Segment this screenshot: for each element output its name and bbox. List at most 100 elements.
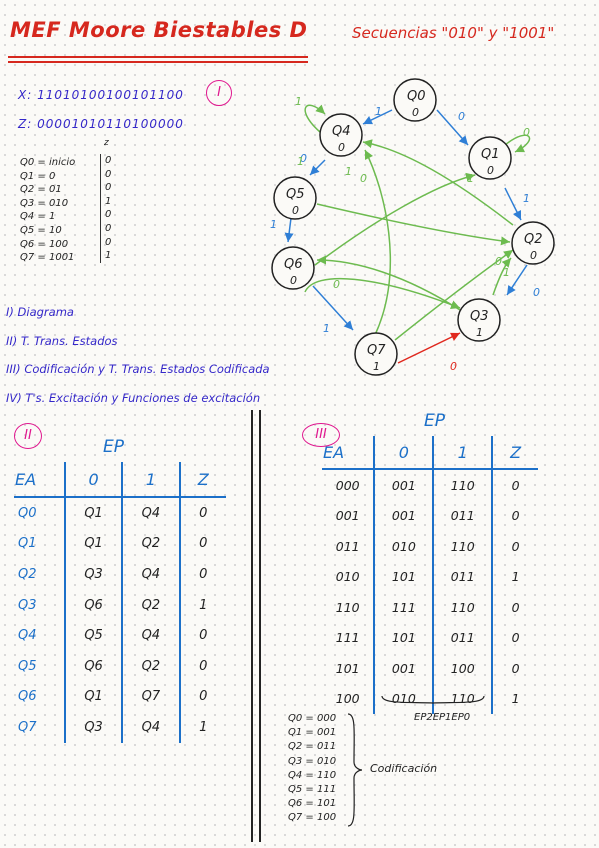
table-header: 1 — [121, 462, 180, 498]
state-label: Q6 — [284, 257, 303, 272]
table-header: 0 — [63, 462, 123, 498]
bit-brace — [381, 695, 485, 704]
divider-line — [251, 410, 253, 842]
edge-label: 0 — [300, 152, 307, 165]
state-output: 0 — [530, 249, 537, 262]
state-label: Q1 — [481, 147, 500, 162]
edge-label: 0 — [458, 110, 465, 123]
codification-item: Q4 = 110 — [288, 769, 337, 781]
page-subtitle: Secuencias "010" y "1001" — [352, 24, 555, 42]
table-header: Z — [178, 462, 226, 498]
page-title: MEF Moore Biestables D — [10, 18, 308, 42]
edge-q7-q3 — [397, 332, 461, 364]
edge-q2-q3 — [506, 264, 528, 296]
table-header: EA — [322, 436, 375, 470]
edge-label: 0 — [450, 360, 457, 373]
state-meaning-item: Q4 = 1 — [20, 211, 56, 223]
state-meaning-item: Q3 = 010 — [20, 197, 69, 209]
edge-label: 0 — [533, 286, 540, 299]
section-item: I) Diagrama — [6, 305, 74, 319]
bit-order-note: EP2EP1EP0 — [414, 712, 471, 723]
state-output: 1 — [373, 360, 380, 373]
divider-line — [259, 410, 261, 842]
table2-ep-label: EP — [103, 437, 124, 457]
edge-q0-q4 — [362, 109, 393, 125]
codification-item: Q6 = 101 — [288, 798, 337, 810]
output-sequence-z: Z: 00001010110100000 — [18, 117, 184, 131]
edge-label: 0 — [523, 126, 530, 139]
state-meaning-item: Q1 = 0 — [20, 170, 56, 182]
codification-item: Q7 = 100 — [288, 812, 337, 824]
codification-list: Q0 = 000 Q1 = 001 Q2 = 011 Q3 = 010 Q4 =… — [288, 712, 336, 826]
table-header: EA — [14, 462, 65, 498]
edge-q6-q3 — [304, 277, 461, 309]
edge-q3-q2 — [492, 257, 512, 296]
state-output-value: 0 — [105, 236, 112, 248]
edge-q1-self — [504, 134, 531, 153]
codification-item: Q2 = 011 — [288, 741, 337, 753]
table-header: 0 — [373, 436, 434, 470]
edge-label: 1 — [467, 172, 474, 185]
state-meaning-item: Q0 = inicio — [20, 157, 76, 168]
edge-q0-q1 — [436, 109, 469, 146]
state-output-value: 0 — [105, 168, 112, 180]
edge-label: 1 — [345, 165, 352, 178]
table-header: Z — [491, 436, 538, 470]
edge-q1-q2 — [504, 187, 522, 221]
edge-label: 1 — [297, 155, 304, 168]
edge-label: 0 — [360, 172, 367, 185]
state-output: 1 — [476, 326, 483, 339]
edge-label: 1 — [375, 105, 382, 118]
state-label: Q2 — [524, 232, 543, 247]
edge-label: 1 — [270, 218, 277, 231]
edge-q4-q5 — [309, 159, 326, 176]
state-output-value: 0 — [105, 209, 112, 221]
section-marker-iii: III — [302, 423, 340, 447]
codification-item: Q5 = 111 — [288, 783, 337, 795]
state-q3: Q3 1 — [457, 298, 501, 342]
sections-list: I) Diagrama II) T. Trans. Estados III) C… — [6, 298, 270, 412]
edge-label: 1 — [503, 266, 510, 279]
codification-item: Q0 = 000 — [288, 713, 337, 724]
state-meaning-item: Q7 = 1001 — [20, 252, 75, 264]
title-underline — [8, 56, 308, 58]
state-diagram: Q0 0 Q1 0 Q2 0 Q3 1 Q4 0 Q5 0 Q6 0 Q7 1 … — [270, 78, 555, 376]
state-q5: Q5 0 — [273, 176, 317, 220]
state-label: Q7 — [367, 343, 386, 358]
section-item: II) T. Trans. Estados — [6, 333, 118, 348]
edge-label: 1 — [523, 192, 530, 205]
state-output-value: 1 — [105, 250, 112, 262]
state-output: 0 — [487, 164, 494, 177]
state-output-value: 0 — [105, 155, 112, 166]
table3-ep-label: EP — [424, 411, 445, 431]
state-meaning-item: Q5 = 10 — [20, 224, 62, 236]
state-output: 0 — [338, 141, 345, 154]
state-q4: Q4 0 — [319, 113, 363, 157]
edge-q3-q6 — [316, 255, 461, 311]
section-marker-i: I — [206, 80, 232, 106]
codification-item: Q1 = 001 — [288, 727, 337, 739]
edge-q7-q4 — [364, 149, 391, 336]
state-output-value: 1 — [105, 195, 112, 207]
edge-q6-q1 — [314, 172, 476, 266]
section-item: IV) T's. Excitación y Funciones de excit… — [6, 390, 261, 405]
state-meaning-item: Q2 = 01 — [20, 184, 62, 196]
edge-label: 0 — [333, 278, 340, 291]
edge-q7-q2 — [394, 249, 514, 341]
edge-label: 1 — [295, 95, 302, 108]
